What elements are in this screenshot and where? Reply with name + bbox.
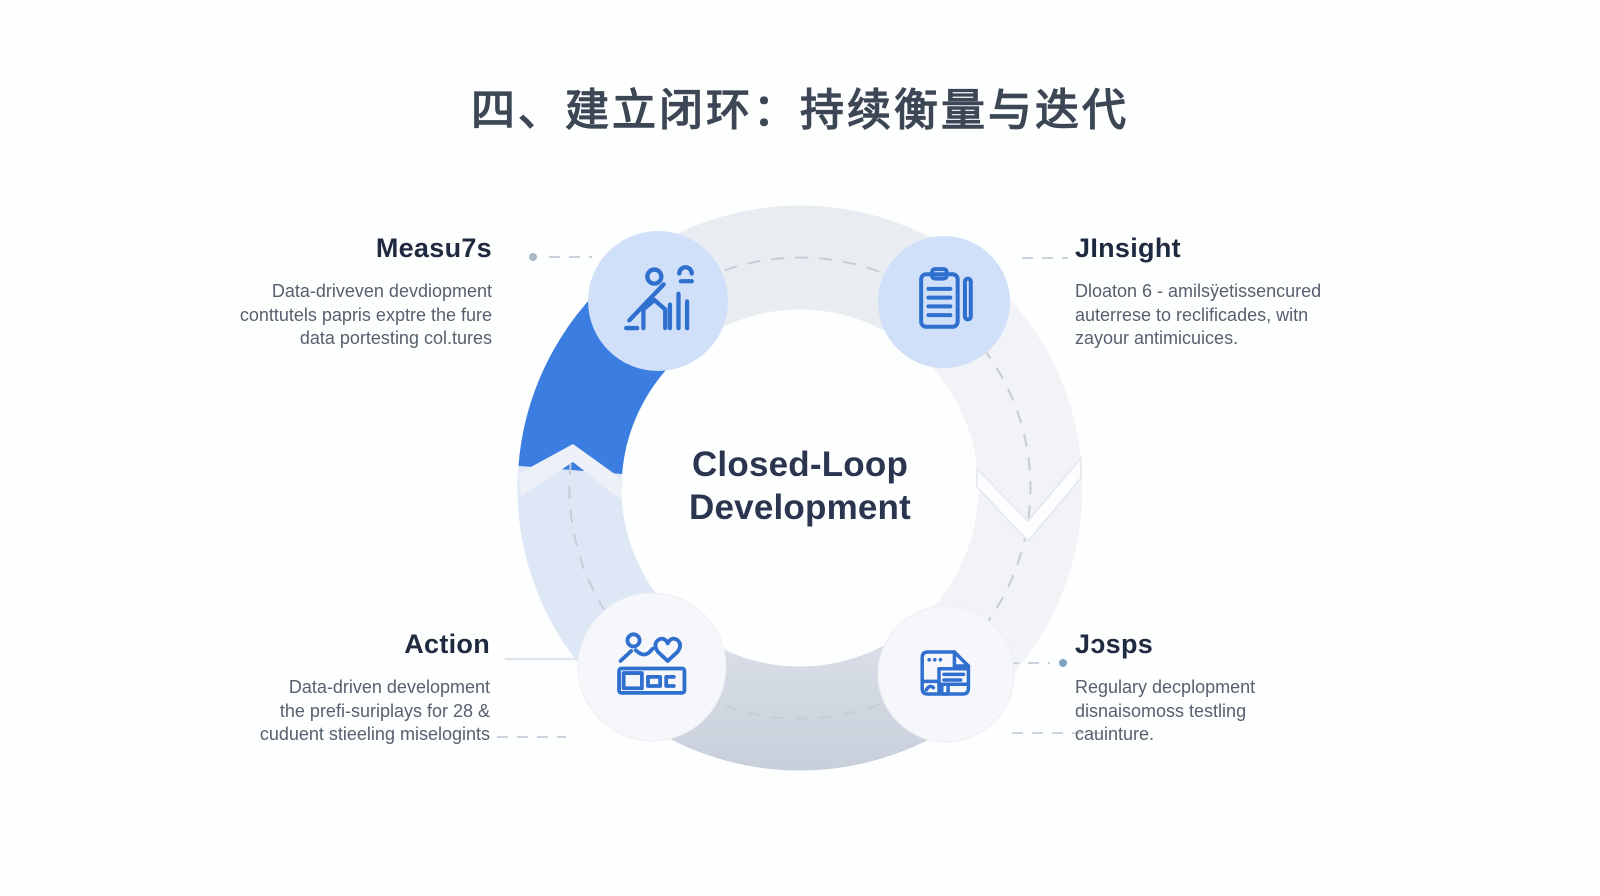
action-description: Data-driven development the prefi-suripl… [259,677,490,744]
blue-tail-chevron [518,444,623,500]
center-label: Closed-Loop Development [689,443,911,529]
measure-description: Data-driveven devdiopment conttutels pap… [239,281,492,348]
deploy-connector-dot [1059,659,1067,667]
center-label-line2: Development [689,488,911,527]
deploy-description: Regulary decplopment disnaisomoss testli… [1075,677,1256,744]
webpage-report-icon [920,650,971,696]
measure-section: Measu7s Data-driveven devdiopment conttu… [132,233,492,351]
deploy-section: Jɔsps Regulary decplopment disnaisomoss … [1075,629,1435,747]
action-heading: Action [404,629,490,659]
right-flow-chevron [976,455,1082,543]
action-section: Action Data-driven development the prefi… [130,629,490,747]
page-title: 四、建立闭环：持续衡量与迭代 [471,86,1129,135]
analytics-chart-icon [624,265,694,331]
team-care-icon [617,632,687,695]
insight-section: JInsight Dloaton 6 - amilsÿetissencured … [1075,233,1435,351]
deploy-heading: Jɔsps [1075,629,1154,659]
clipboard-report-icon [919,267,973,329]
center-label-line1: Closed-Loop [691,445,909,484]
measure-heading: Measu7s [375,233,492,263]
insight-description: Dloaton 6 - amilsÿetissencured auterrese… [1075,281,1322,348]
measure-connector-dot [529,253,537,261]
insight-heading: JInsight [1075,233,1181,263]
insight-badge [878,236,1010,368]
